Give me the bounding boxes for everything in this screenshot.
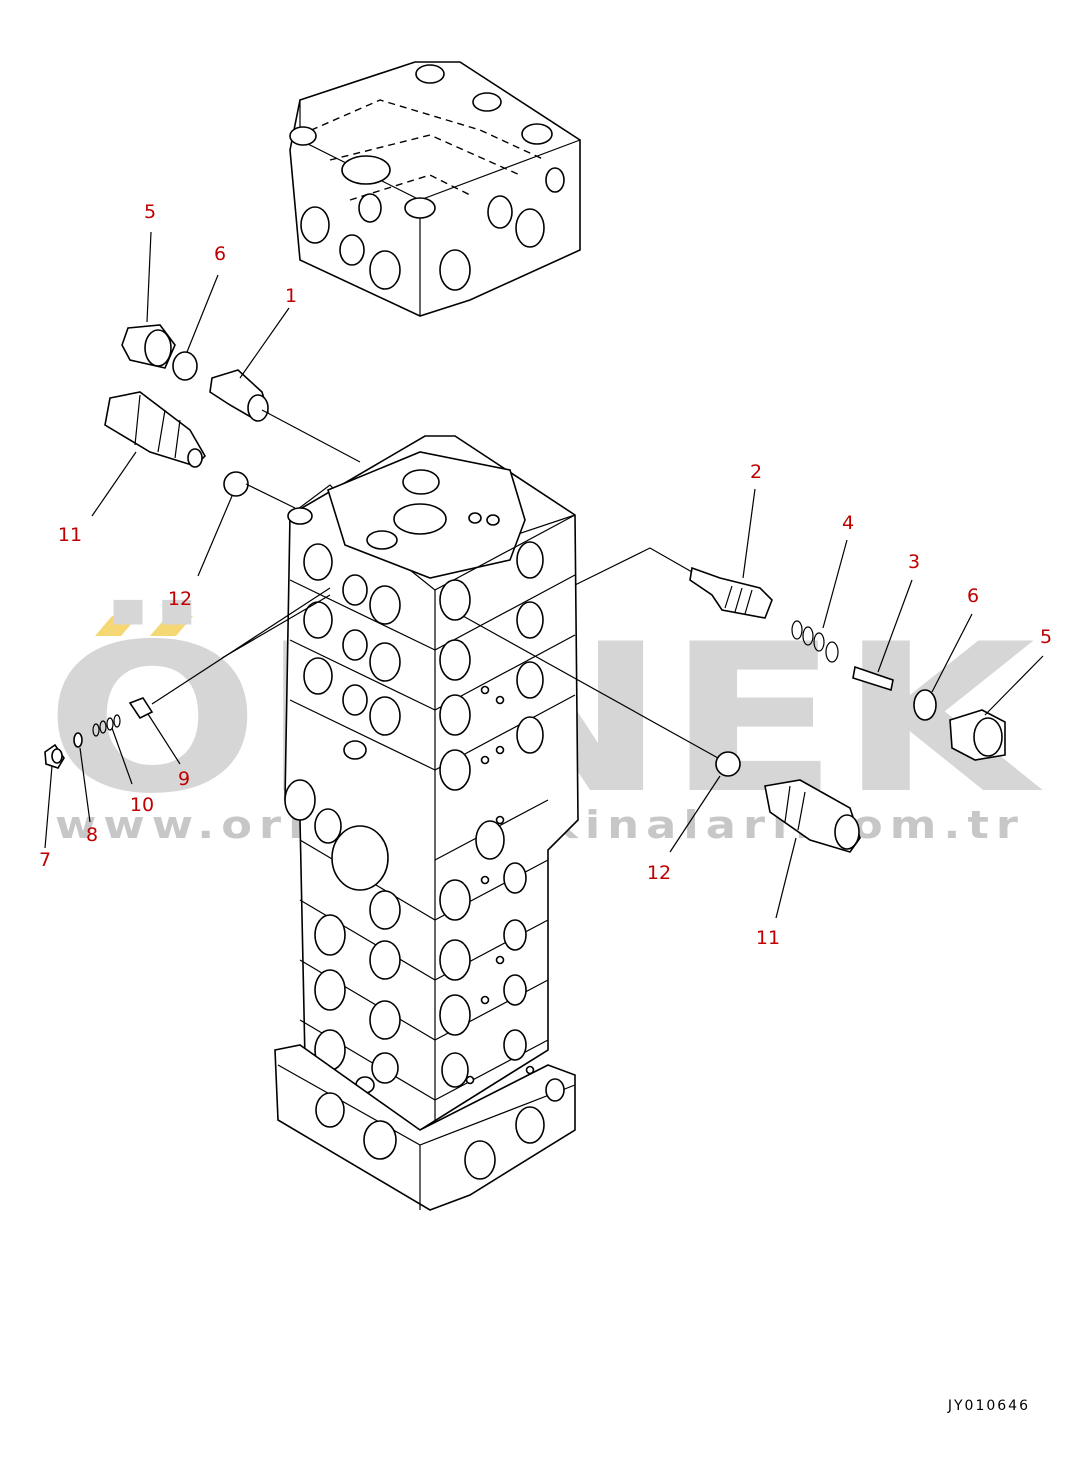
- callout-11-right: 11: [756, 927, 780, 949]
- left-upper-parts: [104, 324, 269, 497]
- o-ring-12-left: [223, 471, 249, 497]
- spring-4: [791, 620, 839, 663]
- plug-5-right: [949, 709, 1006, 761]
- callout-11-left: 11: [58, 524, 82, 546]
- callout-12-left: 12: [168, 588, 192, 610]
- callouts: 5 6 1 11 12 2 4 3 6 5 9 10 8 7 12 11: [39, 201, 1052, 949]
- callout-5-left: 5: [144, 201, 156, 223]
- poppet-1: [209, 369, 269, 422]
- callout-2: 2: [750, 461, 762, 483]
- relief-valve-11-right: [764, 779, 861, 853]
- piston-9: [128, 697, 154, 720]
- relief-valve-11-left: [104, 391, 206, 468]
- callout-1: 1: [285, 285, 297, 307]
- o-ring-6-left: [172, 351, 198, 381]
- callout-4: 4: [842, 512, 854, 534]
- o-ring-12-right: [715, 751, 741, 777]
- leader-lines: [44, 231, 1044, 919]
- plug-7: [44, 743, 65, 769]
- top-cap-housing: [289, 61, 581, 317]
- callout-6-right: 6: [967, 585, 979, 607]
- spring-10: [92, 714, 121, 737]
- bottom-end-plate: [274, 1044, 576, 1211]
- plug-5-left: [121, 324, 176, 369]
- right-parts: [689, 566, 1006, 853]
- drawing-code: JY010646: [947, 1398, 1030, 1414]
- callout-10: 10: [130, 794, 154, 816]
- callout-6-left: 6: [214, 243, 226, 265]
- o-ring-6-right: [913, 689, 937, 721]
- callout-5-right: 5: [1040, 626, 1052, 648]
- callout-8: 8: [86, 824, 98, 846]
- callout-12-right: 12: [647, 862, 671, 884]
- callout-3: 3: [908, 551, 920, 573]
- pin-3: [852, 665, 894, 692]
- main-valve-stack: [284, 435, 579, 1131]
- watermark-accent-left: [95, 616, 138, 636]
- watermark-accent-right: [150, 616, 193, 636]
- callout-7: 7: [39, 849, 51, 871]
- left-lower-parts: [44, 697, 154, 769]
- spool-2: [689, 566, 773, 619]
- o-ring-8: [73, 732, 83, 748]
- callout-9: 9: [178, 768, 190, 790]
